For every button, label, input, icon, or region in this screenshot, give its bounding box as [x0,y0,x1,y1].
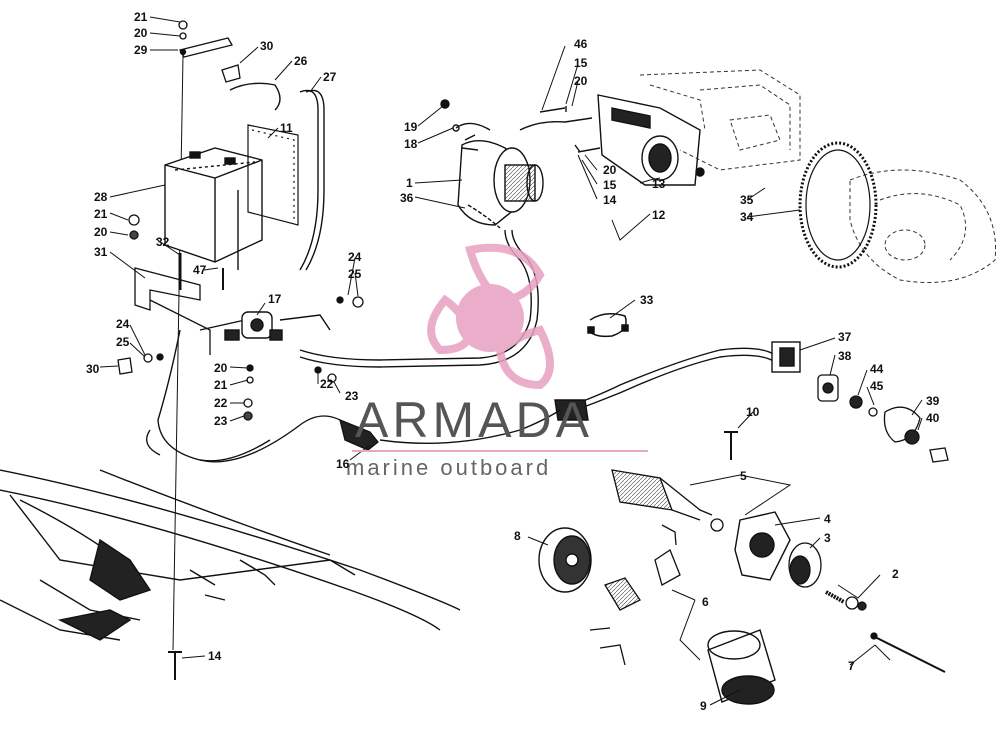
callout-22: 22 [214,396,228,410]
drive-end-housing [734,511,791,581]
watermark-logo [427,243,554,390]
battery-strap [178,20,233,58]
callout-13: 13 [652,177,666,191]
callout-39: 39 [926,394,940,408]
engine-block [639,69,997,283]
armature [611,469,724,532]
callout-33: 33 [640,293,654,307]
reference-line [172,54,184,651]
battery-bracket [134,267,246,355]
callout-23: 23 [345,389,359,403]
callout-5: 5 [740,469,747,483]
callout-45: 45 [870,379,884,393]
through-bolt [870,632,946,673]
callout-36: 36 [400,191,414,205]
callout-19: 19 [404,120,418,134]
callout-21: 21 [214,378,228,392]
callout-9: 9 [700,699,707,713]
callout-23: 23 [214,414,228,428]
callout-7: 7 [848,659,855,673]
callout-38: 38 [838,349,852,363]
callout-28: 28 [94,190,108,204]
hull-frame [0,469,461,641]
callout-40: 40 [926,411,940,425]
callout-18: 18 [404,137,418,151]
callout-20: 20 [134,26,148,40]
brush-holder [589,524,681,666]
callout-3: 3 [824,531,831,545]
field-frame [707,629,776,705]
callout-21: 21 [94,207,108,221]
callout-8: 8 [514,529,521,543]
callout-26: 26 [294,54,308,68]
callout-4: 4 [824,512,831,526]
callout-1: 1 [406,176,413,190]
callout-34: 34 [740,210,754,224]
bolt-14 [168,651,182,680]
callout-15: 15 [603,178,617,192]
wire-connector [146,415,379,456]
callout-20: 20 [214,361,228,375]
callout-29: 29 [134,43,148,57]
battery-cover-plate [247,124,299,226]
callout-44: 44 [870,362,884,376]
ring-gear [798,141,878,269]
callout-2: 2 [892,567,899,581]
callout-32: 32 [156,235,170,249]
commutator-end-cap [538,527,592,593]
drive-pinion [788,542,822,588]
callout-21: 21 [134,10,148,24]
callout-6: 6 [702,595,709,609]
bolt-10 [724,431,738,460]
hardware [117,214,364,421]
leader-lines [99,16,923,706]
callout-10: 10 [746,405,760,419]
terminal-boot [221,64,241,83]
hose-clamp [587,313,629,338]
callout-20: 20 [574,74,588,88]
starter-bracket [519,94,705,186]
callout-16: 16 [336,457,350,471]
callout-25: 25 [116,335,130,349]
callout-47: 47 [193,263,207,277]
starter-motor-assembly [440,99,544,229]
callout-46: 46 [574,37,588,51]
callout-24: 24 [116,317,130,331]
callout-17: 17 [268,292,282,306]
callout-15: 15 [574,56,588,70]
callout-30: 30 [260,39,274,53]
callout-22: 22 [320,377,334,391]
callout-20: 20 [94,225,108,239]
spring-and-stop [825,590,867,611]
callout-20: 20 [603,163,617,177]
callout-14: 14 [208,649,222,663]
callout-27: 27 [323,70,337,84]
callout-25: 25 [348,267,362,281]
callout-37: 37 [838,330,852,344]
watermark-rule [352,450,648,452]
callout-30: 30 [86,362,100,376]
ignition-switch-parts [817,374,949,463]
callout-11: 11 [280,121,293,135]
watermark-title: ARMADA [355,392,593,448]
callout-31: 31 [94,245,108,259]
callout-35: 35 [740,193,754,207]
callout-12: 12 [652,208,666,222]
solenoid [224,311,283,341]
ignition-harness [379,341,801,445]
callout-14: 14 [603,193,617,207]
watermark-subtitle: marine outboard [346,455,552,480]
callout-24: 24 [348,250,362,264]
